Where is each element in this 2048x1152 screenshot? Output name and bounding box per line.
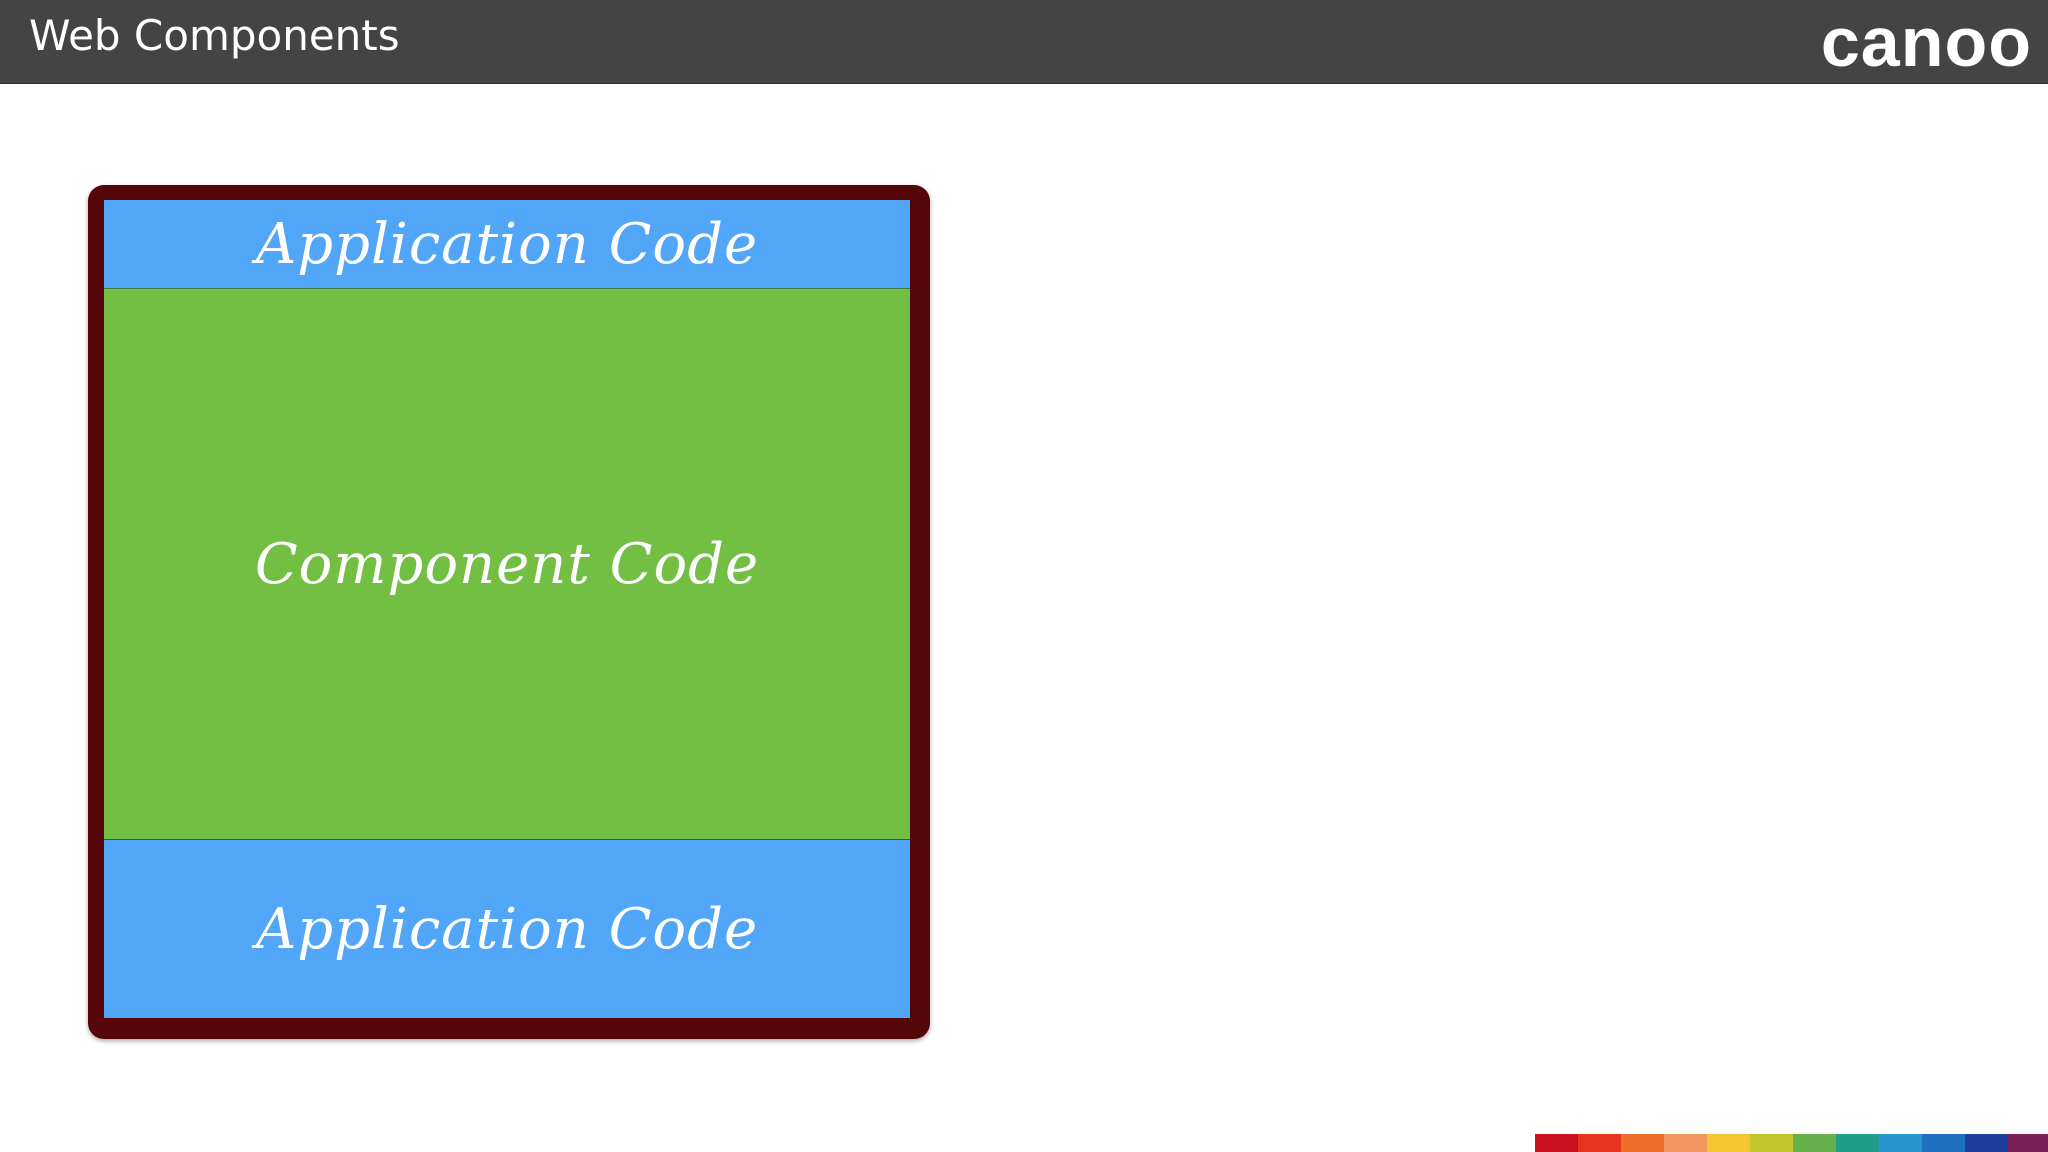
slide-header: Web Components canoo [0, 0, 2048, 84]
component-code-layer: Component Code [104, 289, 910, 840]
architecture-frame: Application Code Component Code Applicat… [88, 185, 930, 1039]
slide-title: Web Components [29, 11, 400, 60]
color-swatch [1707, 1134, 1750, 1152]
color-swatch [1535, 1134, 1578, 1152]
color-swatch [2008, 1134, 2048, 1152]
color-swatch [1664, 1134, 1707, 1152]
brand-color-strip [1535, 1134, 2048, 1152]
color-swatch [1750, 1134, 1793, 1152]
color-swatch [1879, 1134, 1922, 1152]
canoo-logo: canoo [1820, 3, 2032, 81]
color-swatch [1793, 1134, 1836, 1152]
color-swatch [1578, 1134, 1621, 1152]
color-swatch [1922, 1134, 1965, 1152]
color-swatch [1621, 1134, 1664, 1152]
color-swatch [1965, 1134, 2008, 1152]
application-code-top-layer: Application Code [104, 200, 910, 289]
color-swatch [1836, 1134, 1879, 1152]
application-code-bottom-layer: Application Code [104, 840, 910, 1018]
